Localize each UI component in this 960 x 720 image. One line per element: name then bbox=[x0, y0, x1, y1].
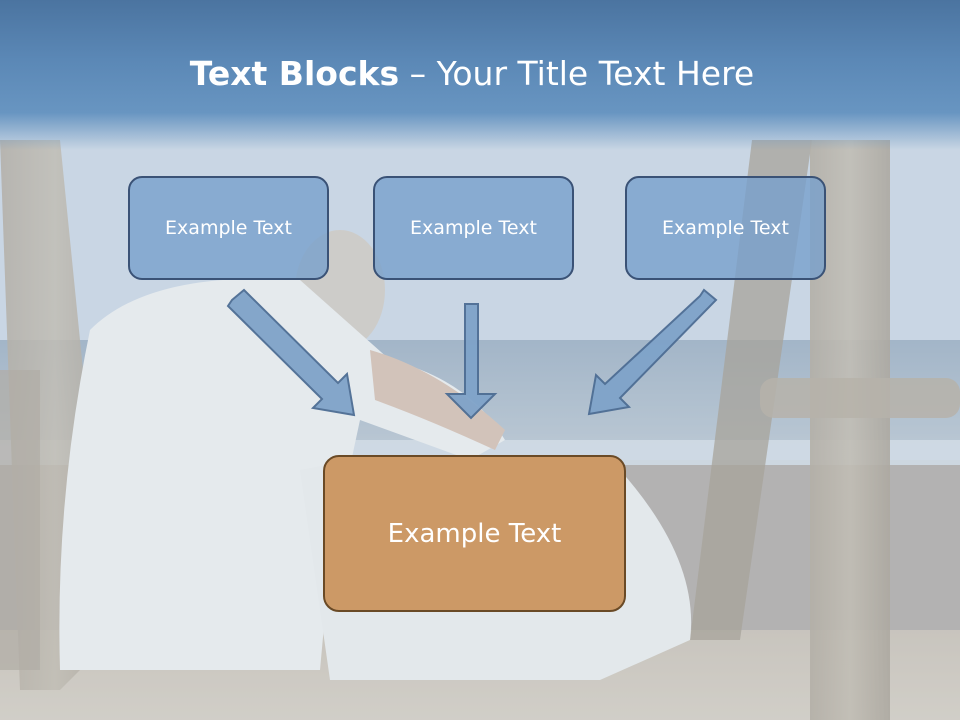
title-dash: – bbox=[399, 54, 437, 93]
title-rest: Your Title Text Here bbox=[436, 54, 755, 93]
text-block-1-label: Example Text bbox=[165, 217, 292, 239]
text-block-3[interactable]: Example Text bbox=[625, 176, 826, 280]
text-block-1[interactable]: Example Text bbox=[128, 176, 329, 280]
text-block-3-label: Example Text bbox=[662, 217, 789, 239]
slide-title: Text Blocks – Your Title Text Here bbox=[0, 54, 944, 93]
title-bold: Text Blocks bbox=[189, 54, 400, 93]
target-block-label: Example Text bbox=[387, 518, 562, 549]
target-block[interactable]: Example Text bbox=[323, 455, 626, 612]
text-block-2[interactable]: Example Text bbox=[373, 176, 574, 280]
text-block-2-label: Example Text bbox=[410, 217, 537, 239]
title-bar bbox=[0, 0, 960, 150]
